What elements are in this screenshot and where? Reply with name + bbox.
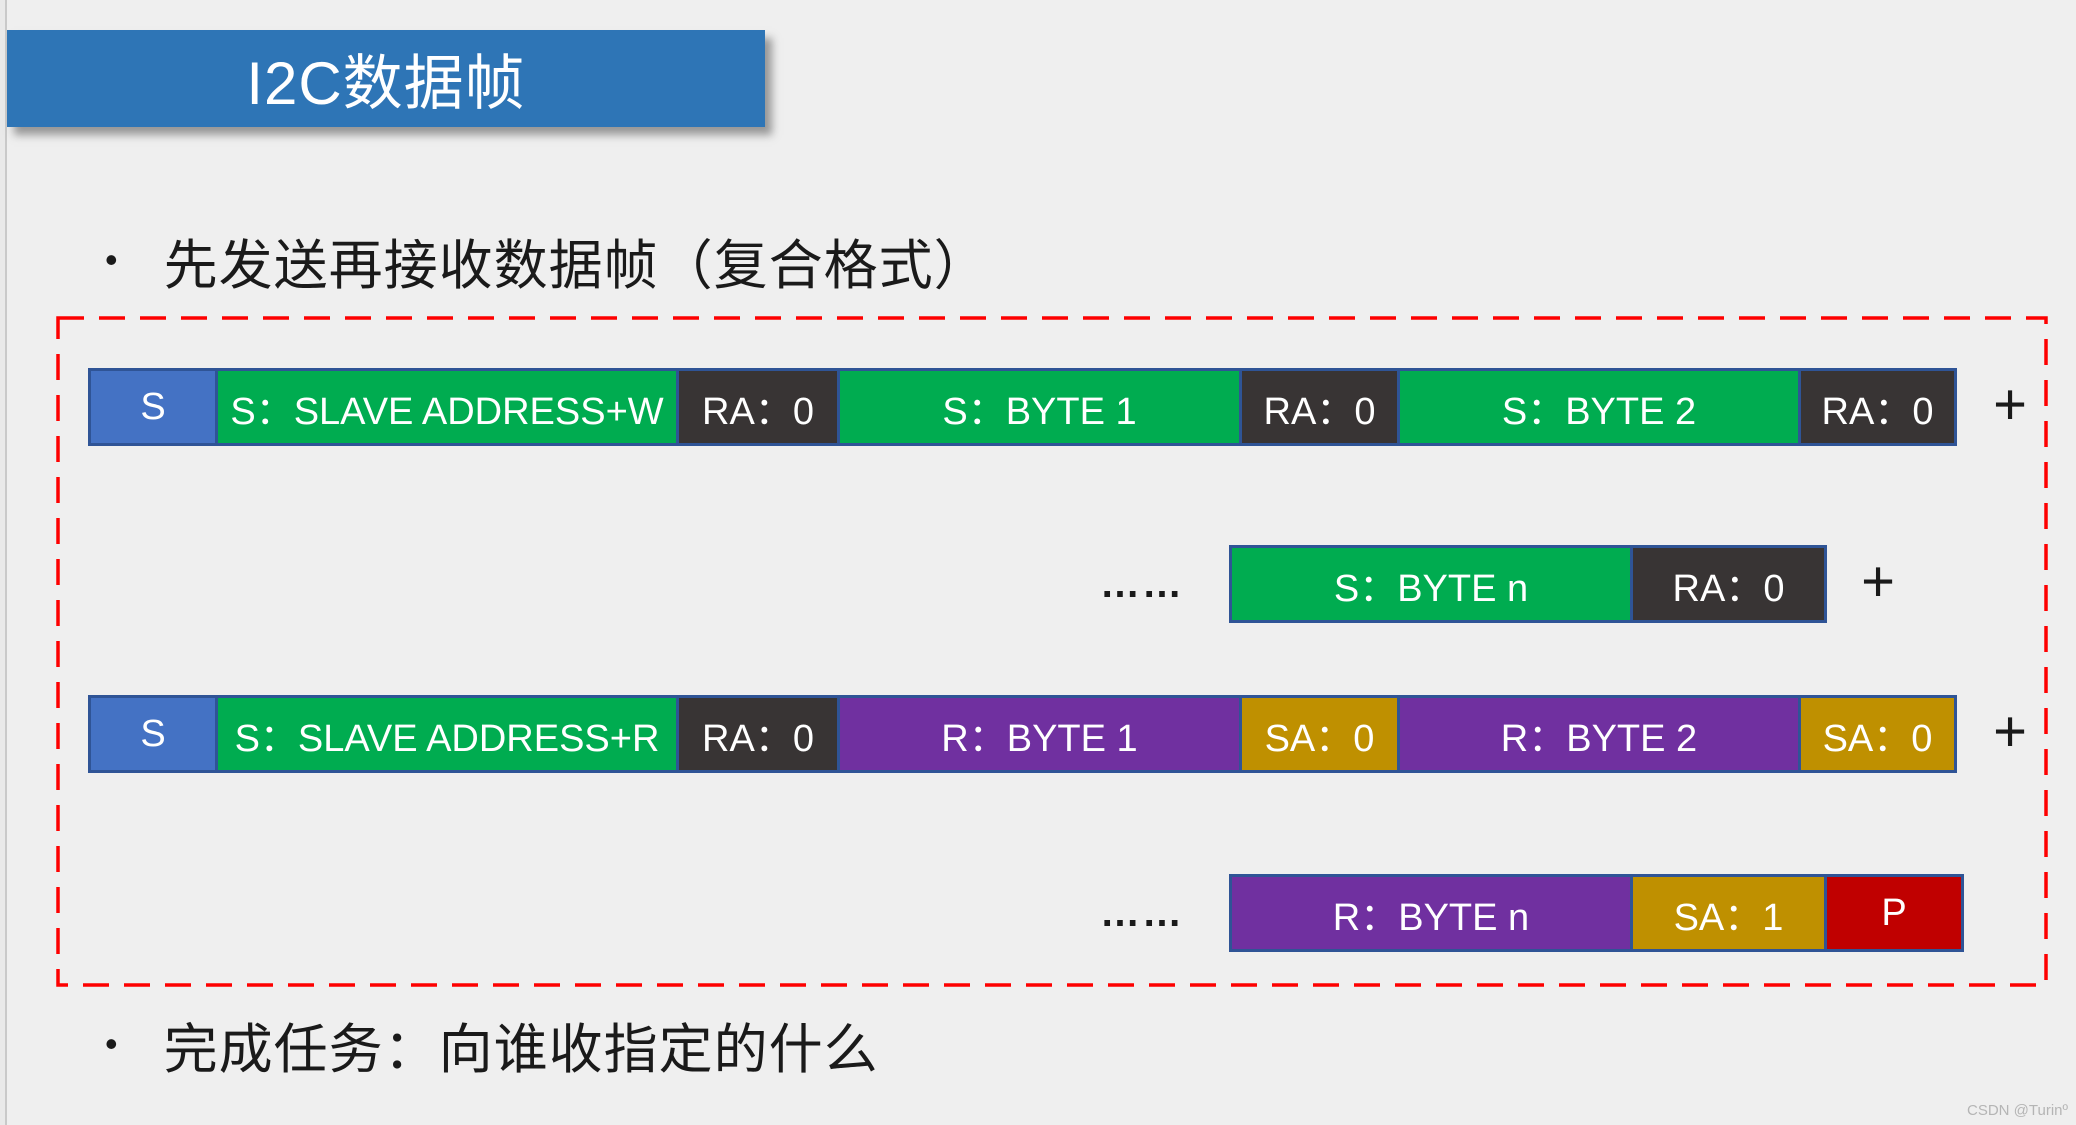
cell-sa-0: SA：0	[1798, 695, 1957, 773]
ellipsis: ……	[1100, 890, 1184, 935]
cell-s-byte-2: S：BYTE 2	[1397, 368, 1801, 446]
bullet-item-1: • 先发送再接收数据帧（复合格式）	[105, 218, 989, 302]
cell-sa-1: SA：1	[1630, 874, 1827, 952]
bullet-item-2: • 完成任务：向谁收指定的什么	[105, 1002, 879, 1086]
bullet-marker: •	[105, 239, 118, 280]
cell-ra-0: RA：0	[676, 695, 840, 773]
csdn-watermark: CSDN @Turinº	[1967, 1102, 2068, 1119]
title-banner: I2C数据帧	[7, 30, 765, 127]
bullet-marker: •	[105, 1023, 118, 1064]
cell-r-byte-1: R：BYTE 1	[837, 695, 1242, 773]
bullet-text-task: 完成任务：向谁收指定的什么	[163, 1019, 879, 1080]
cell-ra-0: RA：0	[1798, 368, 1957, 446]
cell-stop-p: P	[1824, 874, 1964, 952]
ellipsis: ……	[1100, 561, 1184, 606]
cell-start-s: S	[88, 368, 218, 446]
window-left-strip	[0, 0, 5, 1125]
page-title: I2C数据帧	[246, 50, 526, 117]
frame-row-write-n: S：BYTE n RA：0	[1229, 545, 1827, 623]
cell-r-byte-n: R：BYTE n	[1229, 874, 1633, 952]
bullet-text-composite-format: 先发送再接收数据帧（复合格式）	[163, 235, 989, 296]
cell-ra-0: RA：0	[676, 368, 840, 446]
cell-sa-0: SA：0	[1239, 695, 1400, 773]
cell-s-byte-n: S：BYTE n	[1229, 545, 1633, 623]
cell-s-byte-1: S：BYTE 1	[837, 368, 1242, 446]
cell-r-byte-2: R：BYTE 2	[1397, 695, 1801, 773]
cell-ra-0: RA：0	[1630, 545, 1827, 623]
plus-sign: +	[1993, 372, 2027, 437]
cell-slave-address-w: S：SLAVE ADDRESS+W	[215, 368, 679, 446]
cell-start-s: S	[88, 695, 218, 773]
cell-ra-0: RA：0	[1239, 368, 1400, 446]
plus-sign: +	[1861, 549, 1895, 614]
frame-row-write: S S：SLAVE ADDRESS+W RA：0 S：BYTE 1 RA：0 S…	[88, 368, 1957, 446]
window-left-edge-line	[5, 0, 7, 1125]
frame-row-read-n: R：BYTE n SA：1 P	[1229, 874, 1964, 952]
plus-sign: +	[1993, 699, 2027, 764]
cell-slave-address-r: S：SLAVE ADDRESS+R	[215, 695, 679, 773]
frame-row-read: S S：SLAVE ADDRESS+R RA：0 R：BYTE 1 SA：0 R…	[88, 695, 1957, 773]
